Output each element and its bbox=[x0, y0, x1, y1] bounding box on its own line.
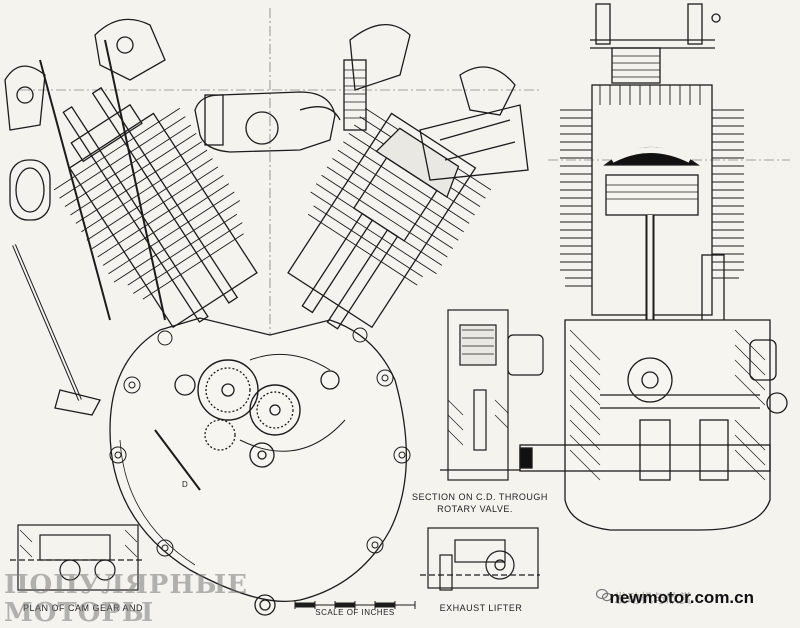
front-valve-gear bbox=[343, 23, 529, 181]
v-twin-elevation bbox=[4, 18, 529, 616]
head-fins bbox=[560, 85, 744, 287]
cam-gear-plan-label: PLAN OF CAM GEAR AND bbox=[22, 603, 144, 613]
lifter-rod bbox=[12, 244, 201, 491]
scale-label: SCALE OF INCHES bbox=[315, 608, 395, 617]
piston bbox=[605, 174, 699, 216]
letter-d-label: D bbox=[182, 480, 189, 489]
cross-section bbox=[519, 3, 788, 531]
rear-rocker bbox=[4, 18, 166, 321]
russian-watermark-line2: МОТОРЫ bbox=[4, 598, 155, 628]
timing-gears bbox=[174, 353, 346, 468]
rear-cylinder bbox=[53, 86, 258, 329]
exhaust-lifter-label: EXHAUST LIFTER bbox=[439, 603, 523, 613]
top-rockers bbox=[590, 3, 721, 84]
section-cd-label-line1: SECTION ON C.D. THROUGH bbox=[412, 492, 548, 502]
crankcase-section bbox=[564, 319, 771, 531]
russian-watermark-line1: ПОПУЛЯРНЫЕ bbox=[4, 570, 248, 600]
section-cd-detail bbox=[440, 309, 544, 481]
inlet-manifold bbox=[194, 91, 341, 153]
crankcase-bolts bbox=[109, 327, 411, 557]
chinese-watermark: 发动机与欣赏 bbox=[614, 592, 693, 607]
wechat-icon bbox=[596, 588, 612, 602]
scale-bar bbox=[294, 601, 416, 609]
front-cylinder bbox=[287, 107, 492, 330]
section-cd-label-line2: ROTARY VALVE. bbox=[437, 504, 513, 514]
exhaust-lifter-detail bbox=[420, 527, 540, 591]
site-watermark: newmotor.com.cn bbox=[609, 588, 754, 607]
cam-gear-plan bbox=[10, 524, 145, 591]
